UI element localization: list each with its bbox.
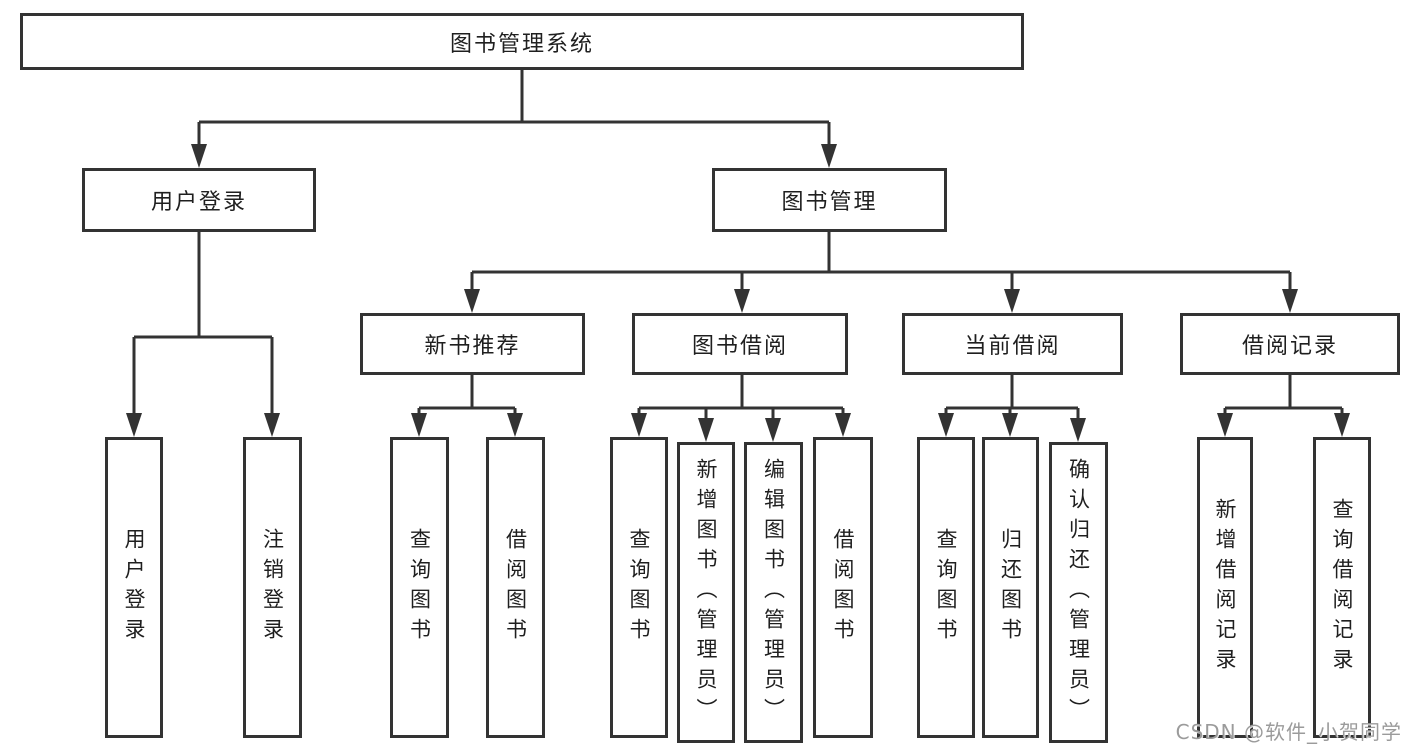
edge-book-mgmt-to-level3 bbox=[464, 232, 1298, 313]
node-borrow-records-label: 借阅记录 bbox=[1241, 334, 1338, 359]
leaf-borrowing-query-book: 查询图书 bbox=[610, 437, 668, 738]
node-borrow-records: 借阅记录 bbox=[1180, 313, 1400, 375]
node-user-login-group-label: 用户登录 bbox=[150, 190, 247, 215]
leaf-borrowing-edit-book-admin-label: 编辑图书（管理员） bbox=[761, 457, 786, 728]
leaf-recommend-query-book-label: 查询图书 bbox=[407, 527, 432, 648]
leaf-recommend-borrow-book: 借阅图书 bbox=[486, 437, 545, 738]
leaf-current-confirm-return-admin: 确认归还（管理员） bbox=[1049, 442, 1108, 743]
node-current-borrowing: 当前借阅 bbox=[902, 313, 1123, 375]
node-library-system-label: 图书管理系统 bbox=[449, 31, 594, 57]
leaf-records-query-record-label: 查询借阅记录 bbox=[1330, 497, 1355, 678]
node-library-system: 图书管理系统 bbox=[20, 13, 1024, 70]
leaf-user-login: 用户登录 bbox=[105, 437, 163, 738]
node-user-login-group: 用户登录 bbox=[82, 168, 316, 232]
leaf-current-query-book-label: 查询图书 bbox=[934, 527, 959, 648]
node-current-borrowing-label: 当前借阅 bbox=[964, 334, 1061, 359]
leaf-records-add-record: 新增借阅记录 bbox=[1197, 437, 1253, 738]
node-book-management: 图书管理 bbox=[712, 168, 947, 232]
leaf-logout: 注销登录 bbox=[243, 437, 302, 738]
edge-user-login-to-leaves bbox=[126, 232, 280, 437]
leaf-borrowing-query-book-label: 查询图书 bbox=[627, 527, 652, 648]
node-new-book-recommend-label: 新书推荐 bbox=[424, 334, 521, 359]
leaf-recommend-borrow-book-label: 借阅图书 bbox=[503, 527, 528, 648]
edge-new-book-rec-to-leaves bbox=[411, 375, 523, 437]
edge-current-borrow-to-leaves bbox=[938, 375, 1086, 442]
edge-book-borrow-to-leaves bbox=[631, 375, 851, 442]
leaf-current-return-book: 归还图书 bbox=[982, 437, 1039, 738]
leaf-recommend-query-book: 查询图书 bbox=[390, 437, 449, 738]
leaf-borrowing-edit-book-admin: 编辑图书（管理员） bbox=[744, 442, 803, 743]
csdn-watermark: CSDN @软件_小贺同学 bbox=[1175, 720, 1402, 744]
leaf-current-confirm-return-admin-label: 确认归还（管理员） bbox=[1066, 457, 1091, 728]
leaf-borrowing-borrow-book-label: 借阅图书 bbox=[831, 527, 856, 648]
node-book-borrowing-label: 图书借阅 bbox=[691, 334, 788, 359]
node-book-management-label: 图书管理 bbox=[781, 190, 878, 215]
edge-borrow-record-to-leaves bbox=[1217, 375, 1350, 437]
leaf-current-return-book-label: 归还图书 bbox=[998, 527, 1023, 648]
leaf-records-add-record-label: 新增借阅记录 bbox=[1213, 497, 1238, 678]
leaf-current-query-book: 查询图书 bbox=[917, 437, 975, 738]
node-book-borrowing: 图书借阅 bbox=[632, 313, 848, 375]
leaf-logout-label: 注销登录 bbox=[260, 527, 285, 648]
node-new-book-recommend: 新书推荐 bbox=[360, 313, 585, 375]
leaf-borrowing-add-book-admin: 新增图书（管理员） bbox=[677, 442, 735, 743]
edge-root-to-level2 bbox=[191, 70, 837, 168]
leaf-user-login-label: 用户登录 bbox=[122, 527, 147, 648]
leaf-borrowing-add-book-admin-label: 新增图书（管理员） bbox=[694, 457, 719, 728]
leaf-records-query-record: 查询借阅记录 bbox=[1313, 437, 1371, 738]
leaf-borrowing-borrow-book: 借阅图书 bbox=[813, 437, 873, 738]
